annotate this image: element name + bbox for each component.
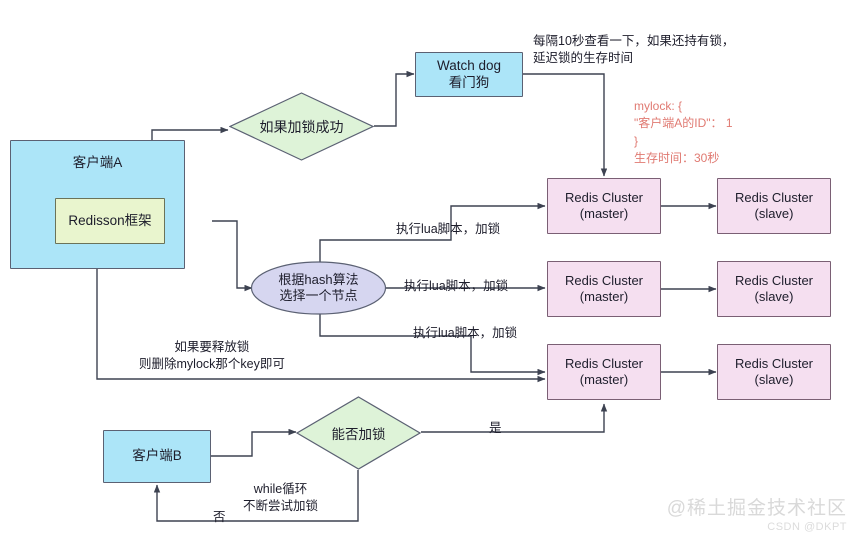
redis-master-1[interactable]: Redis Cluster (master) [547, 178, 661, 234]
edge-canlock-yes-to-master3 [421, 403, 608, 433]
lua-lock-label-2: 执行lua脚本，加锁 [404, 279, 509, 293]
watch-dog-label-cn: 看门狗 [448, 74, 490, 90]
decision-lock-success[interactable]: 如果加锁成功 [228, 92, 375, 161]
redis-master-3[interactable]: Redis Cluster (master) [547, 344, 661, 400]
client-a-label: 客户端A [72, 155, 123, 170]
redis-slave-1[interactable]: Redis Cluster (slave) [717, 178, 831, 234]
no-label: 否 [213, 510, 226, 524]
client-b-label: 客户端B [132, 448, 182, 464]
hash-node[interactable]: 根据hash算法 选择一个节点 [250, 261, 387, 315]
yes-label: 是 [489, 421, 502, 435]
edge-redisson-to-hash-node [212, 220, 253, 292]
watermark: @稀土掘金技术社区 CSDN @DKPT [667, 498, 847, 534]
decision-lock-success-label: 如果加锁成功 [259, 118, 344, 135]
edge-hash-to-master3 [319, 314, 546, 376]
decision-can-lock-label: 能否加锁 [331, 427, 386, 442]
while-loop-note: while循环 不断尝试加锁 [243, 482, 319, 513]
hash-node-line1: 根据hash算法 [278, 272, 359, 288]
lua-lock-label-1: 执行lua脚本，加锁 [396, 222, 501, 236]
redis-master-2[interactable]: Redis Cluster (master) [547, 261, 661, 317]
edge-clienta-release-to-master3 [96, 269, 546, 383]
redisson-framework-box[interactable]: Redisson框架 [55, 198, 165, 244]
watermark-sub: CSDN @DKPT [767, 520, 847, 533]
edge-canlock-no-to-clientb [153, 470, 359, 522]
decision-can-lock[interactable]: 能否加锁 [295, 396, 422, 470]
edge-clientb-to-canlock [211, 428, 297, 457]
edge-watchdog-to-master1 [523, 73, 608, 177]
hash-node-line2: 选择一个节点 [279, 288, 358, 303]
watchdog-note-label: 每隔10秒查看一下，如果还持有锁， 延迟锁的生存时间 [533, 34, 735, 65]
client-b-box[interactable]: 客户端B [103, 430, 211, 483]
edge-decision-to-watchdog [374, 70, 415, 127]
release-lock-note: 如果要释放锁 则删除mylock那个key即可 [139, 340, 285, 371]
mylock-red-note: mylock: { "客户端A的ID"： 1 } 生存时间：30秒 [634, 99, 733, 166]
watch-dog-label-en: Watch dog [436, 57, 502, 73]
lua-lock-label-3: 执行lua脚本，加锁 [413, 326, 518, 340]
redisson-framework-label: Redisson框架 [68, 212, 152, 228]
watch-dog-box[interactable]: Watch dog 看门狗 [415, 52, 523, 97]
edge-hash-to-master1 [319, 202, 546, 262]
redis-slave-2[interactable]: Redis Cluster (slave) [717, 261, 831, 317]
hash-node-label: 根据hash算法 选择一个节点 [250, 261, 387, 315]
watermark-main: @稀土掘金技术社区 [666, 498, 847, 520]
redis-slave-3[interactable]: Redis Cluster (slave) [717, 344, 831, 400]
